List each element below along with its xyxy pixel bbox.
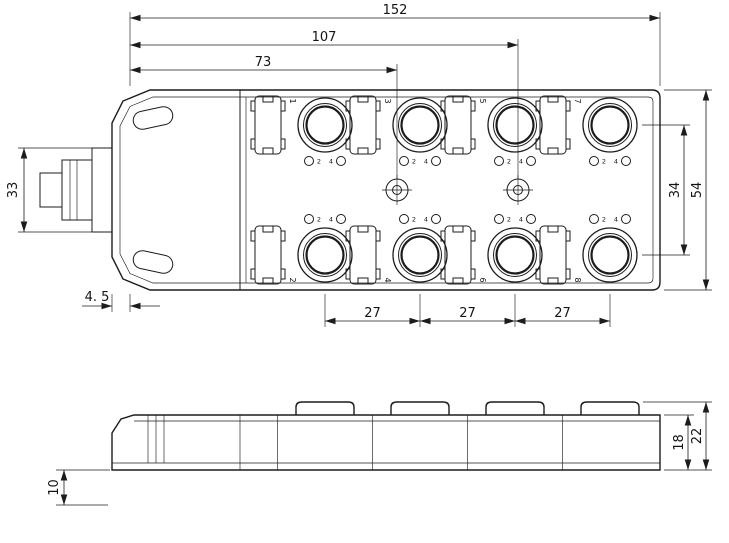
pin-label: 2 [602,216,606,224]
dim-label-152: 152 [383,3,408,18]
port-number: 1 [288,98,297,103]
port-socket [296,226,354,284]
dim-label-27: 27 [554,306,571,321]
pin-label: 2 [507,216,511,224]
led-indicators [399,214,441,224]
top-view-dimensions: 152 107 73 33 4. 5 27 27 27 34 54 [6,3,712,327]
port-number: 3 [383,98,392,103]
port-number: 7 [573,98,582,103]
dim-label-33: 33 [6,182,21,199]
dim-label-27: 27 [364,306,381,321]
port-socket [581,96,639,154]
pin-label: 4 [614,216,618,224]
port-socket [296,96,354,154]
pin-label: 4 [519,216,523,224]
dim-label-34: 34 [668,182,683,199]
terminal-block [535,95,571,155]
port-socket [391,96,449,154]
dim-label-107: 107 [312,30,337,45]
terminal-block [345,225,381,285]
dim-label-4-5: 4. 5 [85,290,110,305]
pin-label: 4 [424,216,428,224]
pin-label: 2 [507,158,511,166]
dim-label-54: 54 [690,182,705,199]
mounting-slot-bottom [132,250,174,274]
pin-label: 2 [317,158,321,166]
dim-label-18: 18 [672,434,687,451]
pin-label: 2 [317,216,321,224]
pin-label: 4 [424,158,428,166]
port-boss [485,401,545,415]
led-indicators [304,214,346,224]
port-boss [580,401,640,415]
terminal-block [250,225,286,285]
port-socket [581,226,639,284]
dim-label-73: 73 [255,55,272,70]
dim-label-27: 27 [459,306,476,321]
side-view [111,401,661,471]
led-indicators [399,156,441,166]
port-number: 5 [478,98,487,103]
port-number: 4 [383,277,392,282]
led-indicators [494,156,536,166]
terminal-block [440,95,476,155]
port-socket [391,226,449,284]
port-number: 6 [478,277,487,282]
pin-label: 2 [602,158,606,166]
terminal-block [440,225,476,285]
dim-label-10: 10 [47,479,62,496]
pin-label: 4 [519,158,523,166]
side-view-dimensions: 18 22 10 [47,401,712,506]
side-body-outline [111,414,661,471]
body-inner-line [119,96,654,284]
port-boss [390,401,450,415]
pin-label: 2 [412,216,416,224]
center-hole [502,174,534,206]
led-indicators [589,214,631,224]
port-boss [295,401,355,415]
port-socket [486,226,544,284]
led-indicators [589,156,631,166]
port-number: 8 [573,277,582,282]
pin-label: 4 [329,158,333,166]
port-socket [486,96,544,154]
pin-label: 4 [329,216,333,224]
led-indicators [494,214,536,224]
terminal-block [250,95,286,155]
led-indicators [304,156,346,166]
cable-gland [39,147,113,233]
port-number: 2 [288,277,297,282]
terminal-block [535,225,571,285]
pin-label: 2 [412,158,416,166]
terminal-block [345,95,381,155]
pin-label: 4 [614,158,618,166]
top-view: 2 4 2 4 2 4 2 4 2 4 2 4 2 4 2 4 1 3 5 7 … [39,89,661,291]
body-outline [111,89,661,291]
mounting-slot-top [132,106,174,130]
center-hole [381,174,413,206]
dim-label-22: 22 [690,428,705,445]
